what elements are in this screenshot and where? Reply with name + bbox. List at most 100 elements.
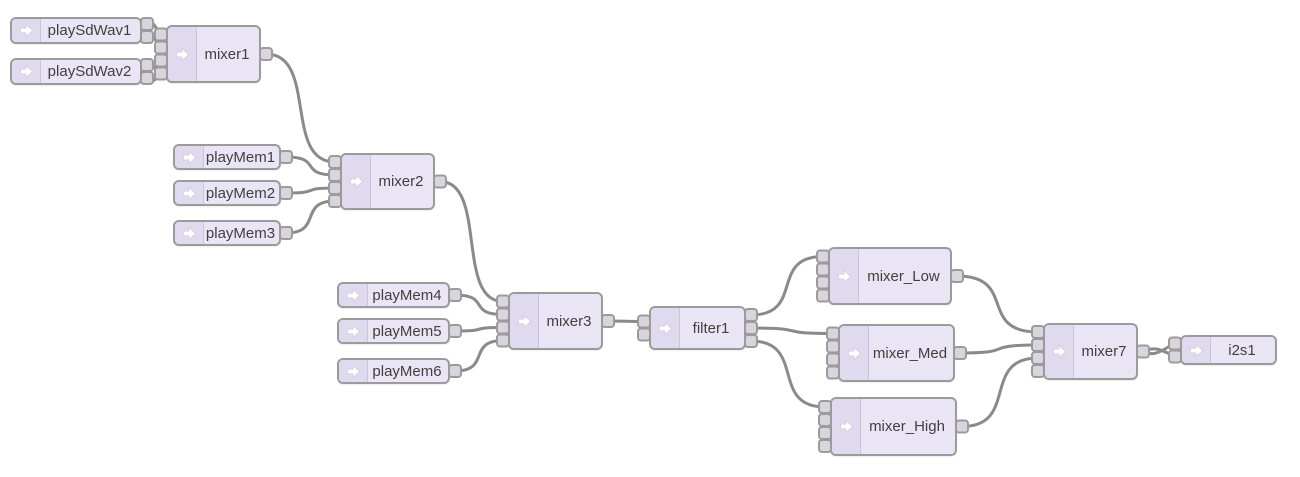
node-label: mixer7 <box>1081 343 1127 360</box>
wire-playMem2-to-mixer2[interactable] <box>284 186 337 195</box>
wire-playMem6-to-mixer3[interactable] <box>453 339 505 373</box>
mixer2-output-port-0[interactable] <box>433 174 447 189</box>
wire-playMem1-to-mixer2[interactable] <box>284 155 337 177</box>
wire-mixer1-to-mixer2[interactable] <box>264 52 337 164</box>
i2s1-input-port-1[interactable] <box>1168 349 1182 364</box>
mixer2-input-port-0[interactable] <box>328 155 342 169</box>
wire-mixer2-to-mixer3[interactable] <box>438 180 505 303</box>
play-arrow-icon <box>12 19 41 42</box>
node-mixer2[interactable]: mixer2 <box>340 153 435 210</box>
node-playMem2[interactable]: playMem2 <box>173 180 281 206</box>
mixer7-input-port-2[interactable] <box>1031 351 1045 365</box>
node-playMem4[interactable]: playMem4 <box>337 282 450 308</box>
wire-filter1-to-mixer_Low[interactable] <box>749 255 825 317</box>
node-mixer_High[interactable]: mixer_High <box>830 397 957 456</box>
wire-mixer_Low-to-mixer7[interactable] <box>955 274 1040 334</box>
node-playSdWav2[interactable]: playSdWav2 <box>10 58 142 85</box>
wire-playMem4-to-mixer3[interactable] <box>453 293 505 316</box>
mixer1-input-port-3[interactable] <box>154 66 168 81</box>
mixer2-input-port-1[interactable] <box>328 168 342 182</box>
node-label: playMem5 <box>372 322 442 340</box>
mixer_High-input-port-0[interactable] <box>818 400 832 414</box>
play-arrow-icon <box>339 284 368 306</box>
mixer_Med-input-port-1[interactable] <box>826 339 840 354</box>
play-arrow-icon <box>175 182 204 204</box>
playMem4-output-port-0[interactable] <box>448 288 462 302</box>
node-playMem5[interactable]: playMem5 <box>337 318 450 344</box>
wire-playMem5-to-mixer3[interactable] <box>453 326 505 333</box>
play-arrow-icon <box>840 326 869 380</box>
wire-filter1-to-mixer_Med[interactable] <box>749 326 835 335</box>
play-arrow-icon <box>175 146 204 168</box>
node-playMem6[interactable]: playMem6 <box>337 358 450 384</box>
playSdWav2-output-port-1[interactable] <box>140 71 154 85</box>
playSdWav2-output-port-0[interactable] <box>140 58 154 72</box>
mixer7-output-port-0[interactable] <box>1136 344 1150 359</box>
mixer7-input-port-1[interactable] <box>1031 338 1045 352</box>
playMem2-output-port-0[interactable] <box>279 186 293 200</box>
node-playMem1[interactable]: playMem1 <box>173 144 281 170</box>
node-mixer_Low[interactable]: mixer_Low <box>828 247 952 305</box>
node-mixer_Med[interactable]: mixer_Med <box>838 324 955 382</box>
mixer3-input-port-1[interactable] <box>496 307 510 322</box>
mixer_High-input-port-3[interactable] <box>818 439 832 453</box>
mixer_Low-output-port-0[interactable] <box>950 269 964 283</box>
node-playMem3[interactable]: playMem3 <box>173 220 281 246</box>
mixer1-output-port-0[interactable] <box>259 47 273 61</box>
mixer1-input-port-2[interactable] <box>154 53 168 68</box>
filter1-output-port-2[interactable] <box>744 334 758 348</box>
mixer_Low-input-port-0[interactable] <box>816 249 830 264</box>
mixer3-output-port-0[interactable] <box>601 314 615 328</box>
playSdWav1-output-port-1[interactable] <box>140 30 154 44</box>
mixer_High-input-port-1[interactable] <box>818 413 832 427</box>
mixer3-input-port-3[interactable] <box>496 333 510 348</box>
mixer7-input-port-0[interactable] <box>1031 325 1045 339</box>
node-mixer7[interactable]: mixer7 <box>1043 323 1138 380</box>
play-arrow-icon <box>342 155 371 208</box>
playMem5-output-port-0[interactable] <box>448 324 462 338</box>
filter1-output-port-1[interactable] <box>744 321 758 335</box>
mixer_Med-input-port-2[interactable] <box>826 352 840 367</box>
wire-filter1-to-mixer_High[interactable] <box>749 339 827 409</box>
mixer7-input-port-3[interactable] <box>1031 364 1045 378</box>
mixer_Med-output-port-0[interactable] <box>953 346 967 360</box>
mixer_High-input-port-2[interactable] <box>818 426 832 440</box>
playMem3-output-port-0[interactable] <box>279 226 293 240</box>
wire-mixer_Med-to-mixer7[interactable] <box>958 343 1040 355</box>
node-label: playSdWav2 <box>47 63 132 80</box>
node-label: playMem4 <box>372 286 442 304</box>
play-arrow-icon <box>12 60 41 83</box>
mixer1-input-port-0[interactable] <box>154 27 168 42</box>
i2s1-input-port-0[interactable] <box>1168 336 1182 351</box>
node-i2s1[interactable]: i2s1 <box>1180 335 1277 365</box>
playMem6-output-port-0[interactable] <box>448 364 462 378</box>
filter1-input-port-0[interactable] <box>637 314 651 329</box>
mixer_Low-input-port-2[interactable] <box>816 275 830 290</box>
filter1-output-port-0[interactable] <box>744 308 758 322</box>
playSdWav1-output-port-0[interactable] <box>140 17 154 31</box>
mixer_Med-input-port-3[interactable] <box>826 365 840 380</box>
node-playSdWav1[interactable]: playSdWav1 <box>10 17 142 44</box>
mixer_Low-input-port-3[interactable] <box>816 288 830 303</box>
filter1-input-port-1[interactable] <box>637 327 651 342</box>
playMem1-output-port-0[interactable] <box>279 150 293 164</box>
mixer1-input-port-1[interactable] <box>154 40 168 55</box>
node-label: mixer_Low <box>867 267 940 285</box>
node-label: mixer3 <box>546 312 592 330</box>
mixer_Med-input-port-0[interactable] <box>826 326 840 341</box>
play-arrow-icon <box>651 308 680 348</box>
node-mixer3[interactable]: mixer3 <box>508 292 603 350</box>
node-filter1[interactable]: filter1 <box>649 306 746 350</box>
mixer3-input-port-2[interactable] <box>496 320 510 335</box>
mixer2-input-port-2[interactable] <box>328 181 342 195</box>
mixer3-input-port-0[interactable] <box>496 294 510 309</box>
wire-playMem3-to-mixer2[interactable] <box>284 199 337 235</box>
node-label: filter1 <box>692 319 730 337</box>
mixer_High-output-port-0[interactable] <box>955 419 969 434</box>
mixer2-input-port-3[interactable] <box>328 194 342 208</box>
play-arrow-icon <box>510 294 539 348</box>
node-mixer1[interactable]: mixer1 <box>166 25 261 83</box>
wire-mixer_High-to-mixer7[interactable] <box>960 356 1040 428</box>
mixer_Low-input-port-1[interactable] <box>816 262 830 277</box>
